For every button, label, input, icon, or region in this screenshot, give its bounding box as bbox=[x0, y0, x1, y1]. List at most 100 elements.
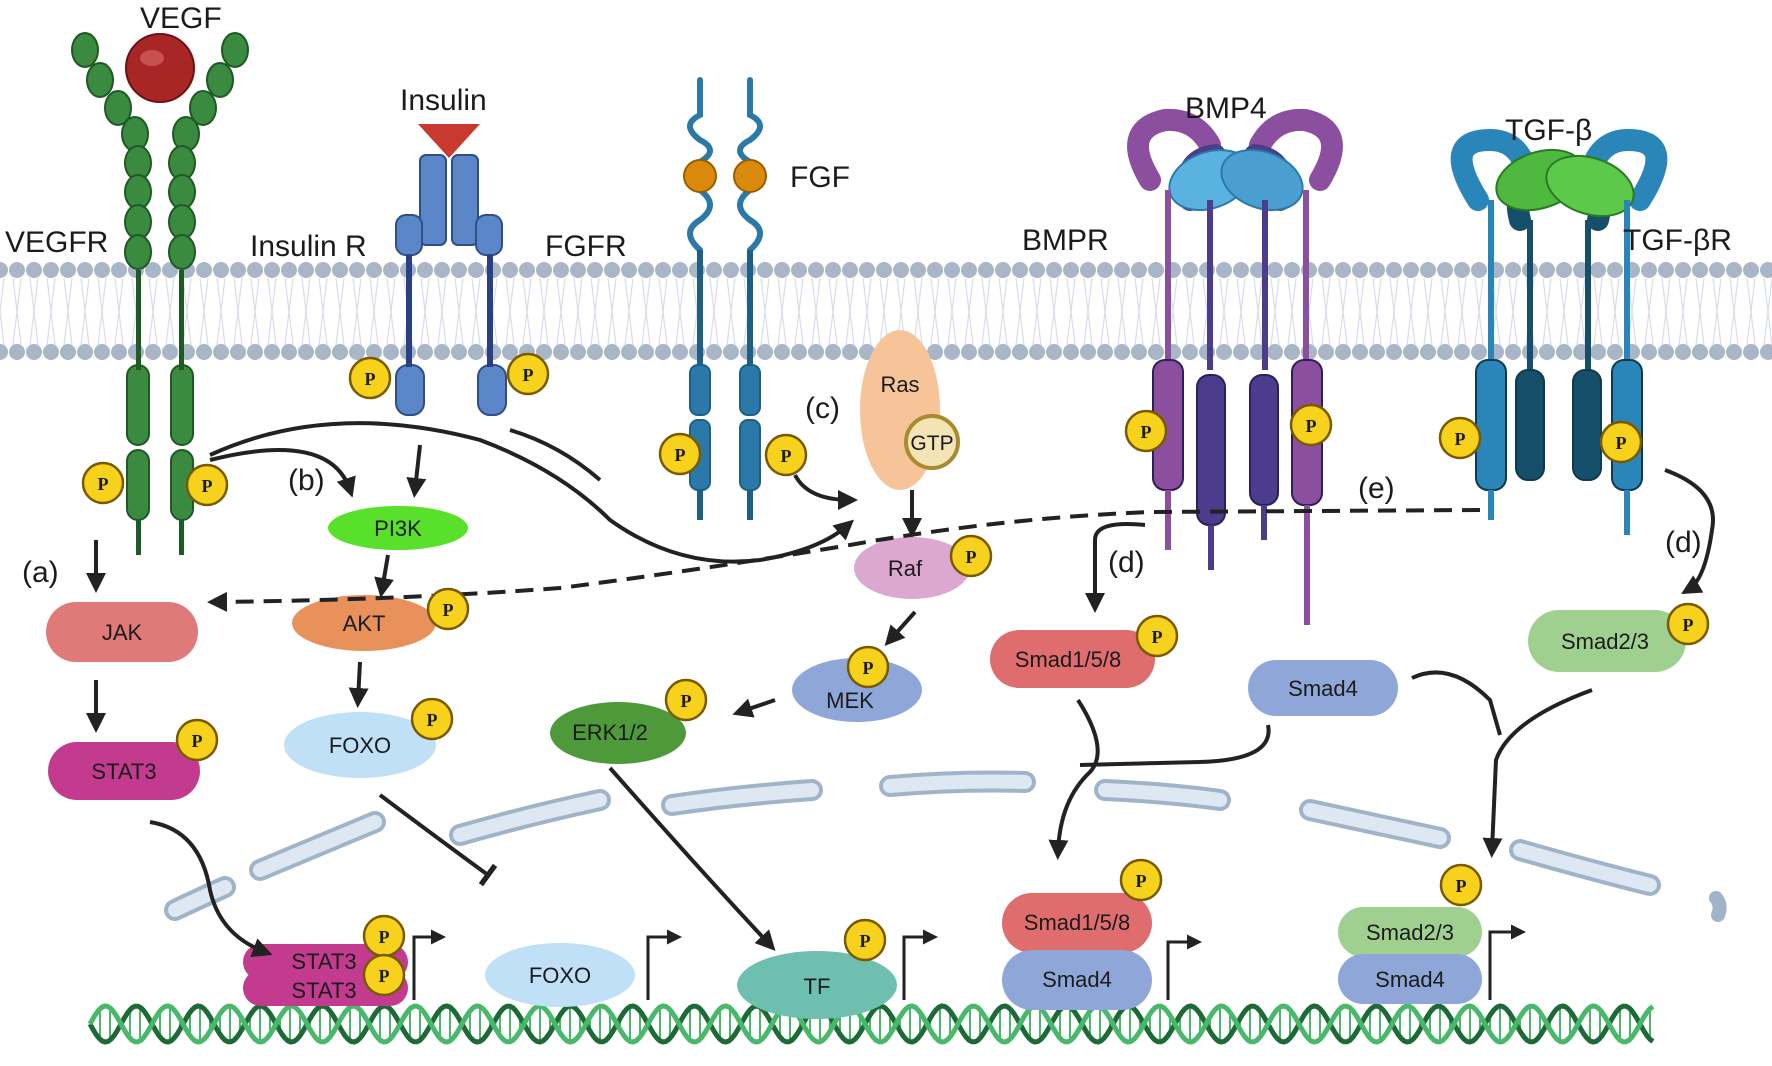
mek-node: MEK bbox=[792, 658, 922, 722]
raf-label: Raf bbox=[888, 556, 923, 581]
promoter-arrow-stat3 bbox=[412, 929, 446, 1000]
phospho-badge-tgfbr-right: P bbox=[1599, 420, 1643, 464]
smad23-smad4-complex: Smad2/3 Smad4 bbox=[1338, 907, 1482, 1004]
stat3-dimer: STAT3 STAT3 bbox=[243, 944, 408, 1006]
bmpr-receptor bbox=[1127, 108, 1343, 625]
phospho-badge-foxo: P bbox=[410, 697, 454, 741]
akt-label: AKT bbox=[343, 611, 386, 636]
label-bmp4: BMP4 bbox=[1185, 92, 1267, 125]
phospho-badge-smad158: P bbox=[1135, 614, 1179, 658]
inhibit-foxo bbox=[378, 793, 498, 887]
phospho-badge-smad158-nucleus: P bbox=[1119, 858, 1163, 902]
label-tgfb: TGF-β bbox=[1505, 114, 1592, 147]
svg-text:P: P bbox=[1456, 876, 1467, 896]
svg-text:P: P bbox=[860, 931, 871, 951]
fgf-ligand-right bbox=[733, 159, 767, 193]
promoter-arrow-smad158 bbox=[1166, 934, 1202, 1000]
arrow-vegfr-pi3k bbox=[209, 448, 356, 498]
foxo-nucleus-label: FOXO bbox=[529, 963, 591, 988]
svg-text:P: P bbox=[1683, 615, 1694, 635]
arrow-insulinr-ras bbox=[509, 428, 602, 482]
svg-text:P: P bbox=[1616, 433, 1627, 453]
phospho-badge-insulinr-right: P bbox=[506, 352, 550, 396]
svg-text:P: P bbox=[427, 710, 438, 730]
phospho-badge-akt: P bbox=[426, 587, 470, 631]
gtp-label: GTP bbox=[910, 432, 953, 455]
svg-text:P: P bbox=[1136, 871, 1147, 891]
svg-text:P: P bbox=[523, 365, 534, 385]
phospho-badge-smad23: P bbox=[1666, 602, 1710, 646]
raf-node: Raf bbox=[854, 537, 970, 599]
promoter-arrow-foxo bbox=[646, 929, 682, 1000]
svg-text:P: P bbox=[443, 600, 454, 620]
svg-text:P: P bbox=[1152, 627, 1163, 647]
mek-label: MEK bbox=[826, 688, 874, 713]
line-smad4-to-smad23 bbox=[1411, 670, 1502, 736]
foxo-nucleus-node: FOXO bbox=[485, 943, 635, 1007]
arrow-fgfr-ras bbox=[793, 473, 858, 510]
svg-text:P: P bbox=[863, 658, 874, 678]
label-vegf: VEGF bbox=[140, 2, 222, 35]
phospho-badge-vegfr-right: P bbox=[185, 463, 229, 507]
foxo-cytoplasm-node: FOXO bbox=[284, 712, 436, 778]
gtp-circle bbox=[904, 414, 960, 470]
dna-helix bbox=[87, 1003, 1655, 1045]
phospho-badge-bmpr-left: P bbox=[1124, 409, 1168, 453]
tf-node: TF bbox=[737, 951, 897, 1019]
pi3k-label: PI3K bbox=[374, 516, 422, 541]
svg-text:P: P bbox=[675, 445, 686, 465]
vegfr-receptor bbox=[71, 32, 249, 555]
arrow-akt-foxo bbox=[348, 661, 369, 708]
tag-b: (b) bbox=[288, 464, 325, 497]
svg-text:P: P bbox=[192, 731, 203, 751]
smad4-cytoplasm-node: Smad4 bbox=[1248, 660, 1398, 716]
tag-d-left: (d) bbox=[1108, 546, 1145, 579]
tag-d-right: (d) bbox=[1665, 526, 1702, 559]
phospho-badge-tgfbr-left: P bbox=[1438, 416, 1482, 460]
foxo-label: FOXO bbox=[329, 733, 391, 758]
tf-label: TF bbox=[804, 974, 831, 999]
arrow-mek-erk bbox=[732, 698, 776, 718]
arrow-raf-mek bbox=[884, 610, 917, 646]
smad4-label: Smad4 bbox=[1288, 676, 1358, 701]
label-insulin: Insulin bbox=[400, 84, 487, 117]
insulin-ligand bbox=[418, 124, 480, 158]
tgfbr-receptor bbox=[1450, 128, 1668, 535]
arrow-smad158-nucleus bbox=[1048, 698, 1100, 860]
stat3-node: STAT3 bbox=[48, 742, 200, 800]
arrow-pi3k-akt bbox=[374, 554, 394, 598]
arrow-bmpr-smad158 bbox=[1085, 522, 1146, 613]
label-bmpr: BMPR bbox=[1022, 224, 1109, 257]
label-tgfbr: TGF-βR bbox=[1623, 224, 1732, 257]
phospho-badge-stat3: P bbox=[175, 718, 219, 762]
tag-c: (c) bbox=[805, 392, 840, 425]
pi3k-node: PI3K bbox=[328, 506, 468, 550]
line-smad4-to-smad158 bbox=[1079, 724, 1271, 767]
stat3-label: STAT3 bbox=[91, 759, 156, 784]
vegf-ligand bbox=[125, 33, 195, 103]
tgfb-ligand-right bbox=[1545, 154, 1635, 218]
smad23-label: Smad2/3 bbox=[1561, 629, 1649, 654]
stat3-dimer-bottom-label: STAT3 bbox=[291, 978, 356, 1003]
stat3-dimer-top-label: STAT3 bbox=[291, 949, 356, 974]
label-fgf: FGF bbox=[790, 161, 850, 194]
smad158-nucleus-label: Smad1/5/8 bbox=[1024, 910, 1130, 935]
smad4-nucleus-right-label: Smad4 bbox=[1375, 967, 1445, 992]
svg-text:P: P bbox=[365, 369, 376, 389]
insulin-receptor bbox=[395, 124, 507, 416]
nuclear-envelope bbox=[164, 770, 1727, 922]
erk-label: ERK1/2 bbox=[572, 720, 648, 745]
smad158-label: Smad1/5/8 bbox=[1015, 647, 1121, 672]
ras-label: Ras bbox=[880, 372, 919, 397]
ras-gtp: Ras GTP bbox=[860, 330, 960, 490]
akt-node: AKT bbox=[292, 595, 436, 651]
dashed-arrows bbox=[207, 508, 1481, 612]
promoter-arrow-tf bbox=[902, 929, 938, 1000]
jak-label: JAK bbox=[102, 620, 143, 645]
svg-text:P: P bbox=[379, 927, 390, 947]
bmp4-ligand-right bbox=[1220, 149, 1304, 211]
jak-node: JAK bbox=[46, 602, 198, 662]
arrow-erk-tf bbox=[608, 766, 776, 951]
arrow-tgfbr-smad23 bbox=[1664, 468, 1715, 595]
